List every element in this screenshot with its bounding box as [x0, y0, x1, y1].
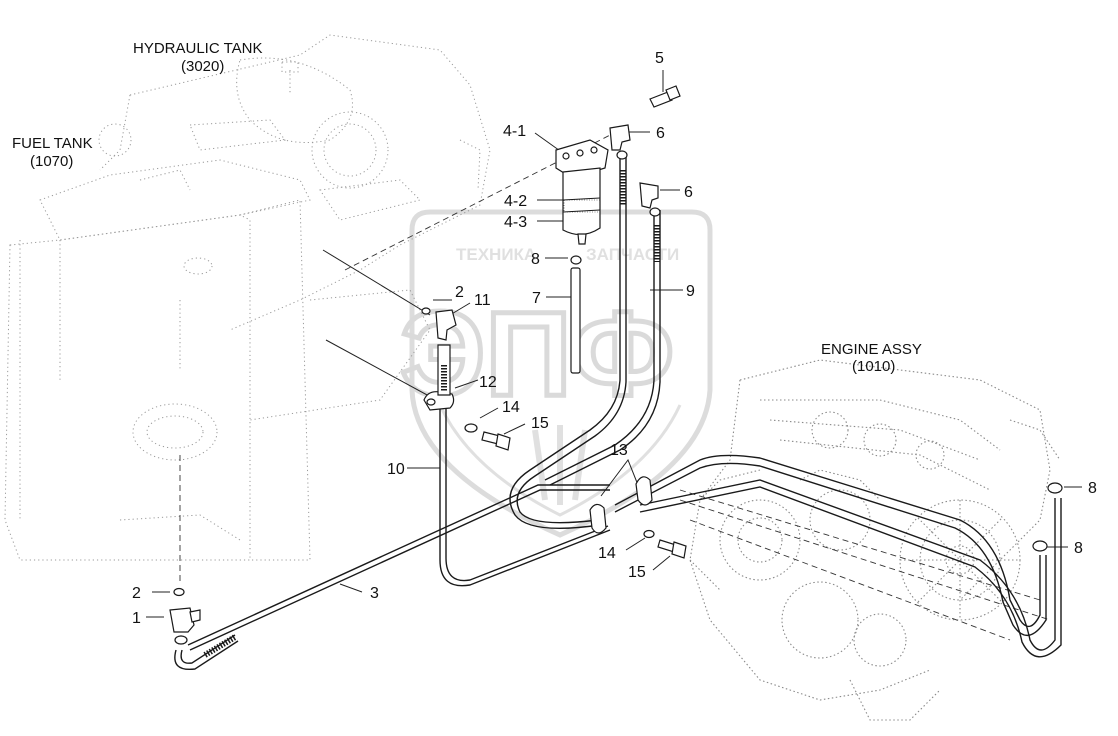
watermark-brand-top-2: ЗАПЧАСТИ: [586, 245, 679, 264]
engine-assy-outline: [689, 359, 1061, 721]
callout-10: 10: [387, 461, 405, 478]
callout-15-upper: 15: [531, 415, 549, 432]
fuel-pipes: [174, 155, 1062, 671]
callout-12: 12: [479, 374, 497, 391]
part-callouts: 5 6 6 4-1 4-2 4-3 8 7 9 2 11 12 14 15 10…: [132, 50, 1097, 627]
fuel-tank-outline: [4, 159, 431, 561]
component-labels: HYDRAULIC TANK (3020) FUEL TANK (1070) E…: [12, 40, 922, 375]
fuel-tank-code: (1070): [30, 153, 73, 170]
callout-14-lower: 14: [598, 545, 616, 562]
hydraulic-tank-outline: [98, 34, 491, 331]
callout-14-upper: 14: [502, 399, 520, 416]
callout-6-upper: 6: [656, 125, 665, 142]
callout-11: 11: [474, 292, 491, 309]
hydraulic-tank-label: HYDRAULIC TANK: [133, 40, 262, 57]
callout-1: 1: [132, 610, 141, 627]
callout-8-engine-lower: 8: [1074, 540, 1083, 557]
callout-4-3: 4-3: [504, 214, 527, 231]
engine-assy-code: (1010): [852, 358, 895, 375]
watermark-brand-top: ТЕХНИКА: [456, 245, 536, 264]
fittings: [169, 85, 1063, 645]
callout-6-lower: 6: [684, 184, 693, 201]
hydraulic-tank-code: (3020): [181, 58, 224, 75]
fuel-filter-assembly: [555, 139, 609, 245]
callout-2-upper: 2: [455, 284, 464, 301]
callout-5: 5: [655, 50, 664, 67]
callout-4-2: 4-2: [504, 193, 527, 210]
callout-15-lower: 15: [628, 564, 646, 581]
callout-3: 3: [370, 585, 379, 602]
fuel-tank-label: FUEL TANK: [12, 135, 93, 152]
callout-8-filter: 8: [531, 251, 540, 268]
pipe-7: [570, 267, 581, 374]
engine-assy-label: ENGINE ASSY: [821, 341, 922, 358]
callout-7: 7: [532, 290, 541, 307]
callout-8-engine-upper: 8: [1088, 480, 1097, 497]
dashed-reference-lines: [179, 129, 1051, 641]
callout-9: 9: [686, 283, 695, 300]
callout-2-lower: 2: [132, 585, 141, 602]
callout-13: 13: [610, 442, 628, 459]
callout-4-1: 4-1: [503, 123, 526, 140]
